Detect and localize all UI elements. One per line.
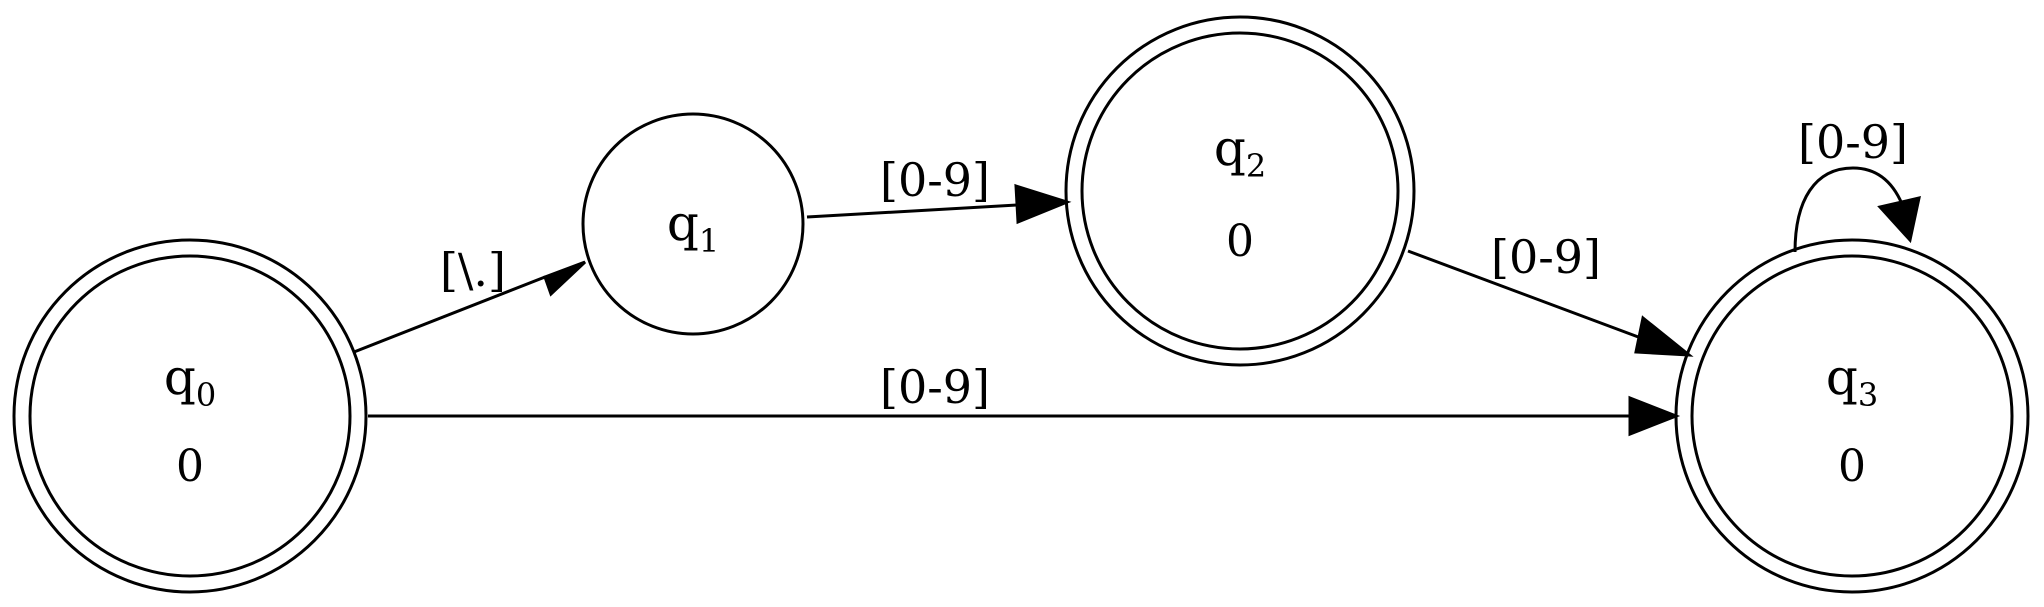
edge-label-q0-q1: [\.]	[440, 243, 506, 297]
edge-q2-q3: [0-9]	[1407, 230, 1694, 357]
edge-q3-q3: [0-9]	[1793, 115, 1921, 253]
edge-label-q2-q3: [0-9]	[1491, 230, 1601, 284]
state-q2-value: 0	[1226, 216, 1254, 267]
state-q1: q1	[581, 112, 805, 336]
edge-label-q3-q3: [0-9]	[1798, 115, 1908, 169]
edge-q0-q3: [0-9]	[368, 360, 1681, 437]
edge-label-q0-q3: [0-9]	[880, 360, 990, 414]
state-q0-value: 0	[176, 441, 204, 492]
edge-q1-q2: [0-9]	[806, 153, 1072, 225]
state-q3: q3 0	[1674, 238, 2030, 594]
state-q3-label: q3	[1826, 348, 1878, 414]
state-q0-label: q0	[164, 348, 216, 414]
state-q3-value: 0	[1838, 441, 1866, 492]
state-q0: q0 0	[12, 238, 368, 594]
state-q1-label: q1	[667, 194, 719, 260]
edge-q0-q1: [\.]	[353, 243, 587, 354]
state-q2: q2 0	[1064, 15, 1416, 367]
state-q2-label: q2	[1214, 119, 1266, 185]
edge-label-q1-q2: [0-9]	[880, 153, 990, 207]
